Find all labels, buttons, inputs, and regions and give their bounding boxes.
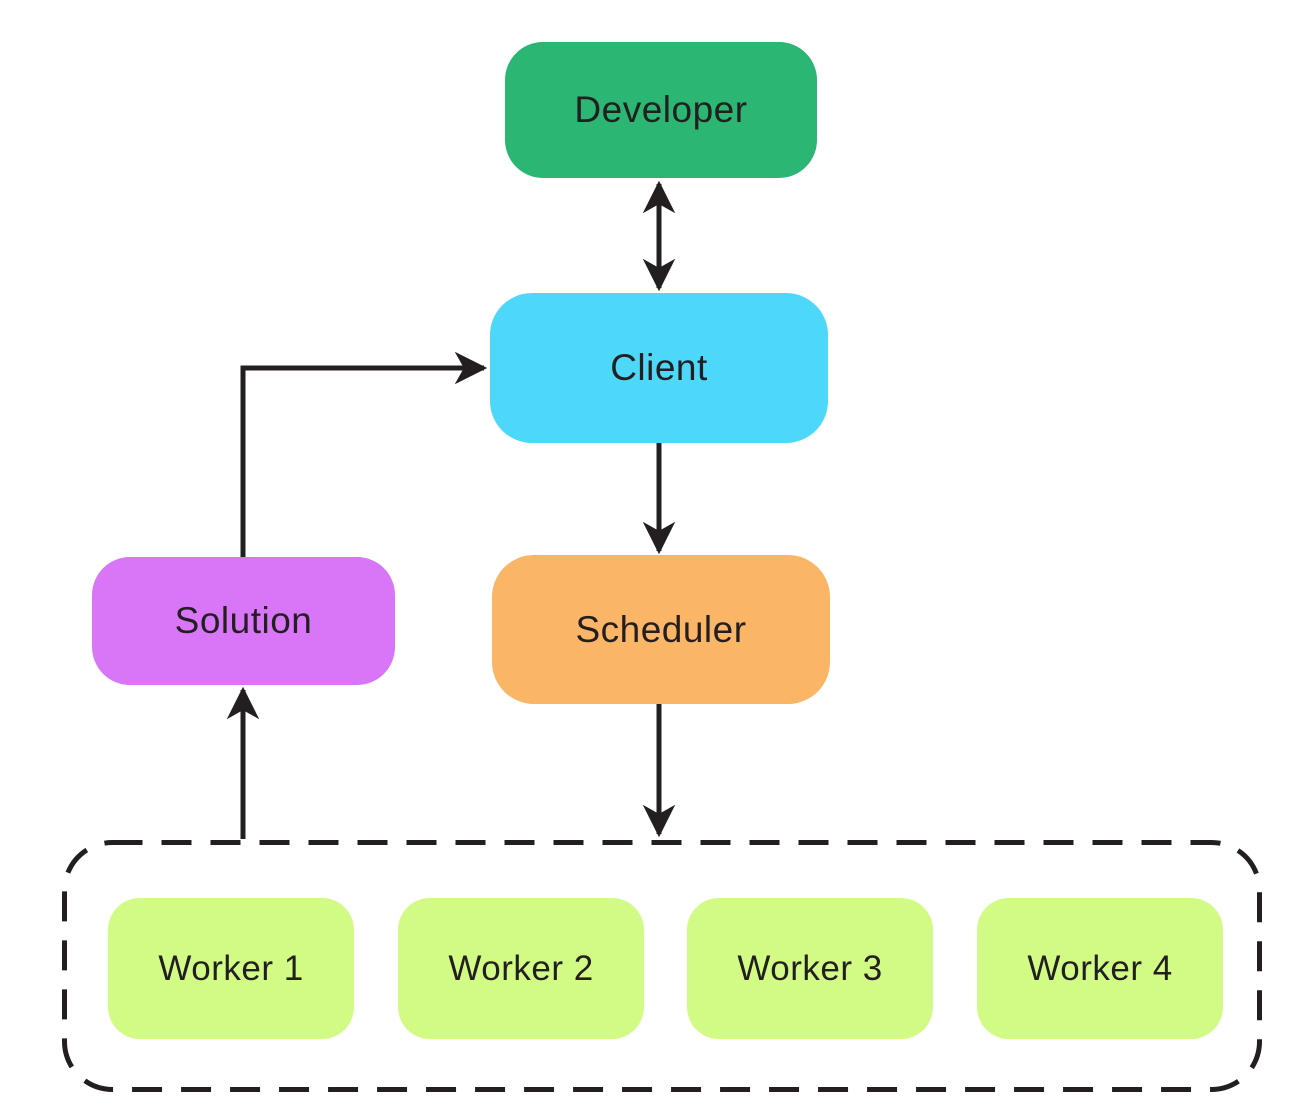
node-worker-4-label: Worker 4: [1027, 948, 1173, 988]
node-worker-2: Worker 2: [398, 898, 644, 1039]
node-scheduler: Scheduler: [492, 555, 830, 704]
node-scheduler-label: Scheduler: [575, 608, 747, 650]
edge-solution-client-arrow: [240, 351, 488, 557]
node-worker-2-label: Worker 2: [448, 948, 594, 988]
node-worker-3-label: Worker 3: [737, 948, 883, 988]
node-client-label: Client: [610, 347, 708, 388]
node-client: Client: [490, 293, 828, 443]
node-solution-label: Solution: [174, 600, 313, 641]
node-developer-label: Developer: [574, 89, 748, 130]
node-developer: Developer: [505, 42, 817, 178]
node-worker-1-label: Worker 1: [158, 948, 304, 988]
node-worker-4: Worker 4: [977, 898, 1223, 1039]
node-solution: Solution: [92, 557, 395, 685]
node-worker-3: Worker 3: [687, 898, 933, 1039]
node-worker-1: Worker 1: [108, 898, 354, 1039]
worker-cluster: Worker 1 Worker 2 Worker 3 Worker 4: [62, 840, 1262, 1092]
